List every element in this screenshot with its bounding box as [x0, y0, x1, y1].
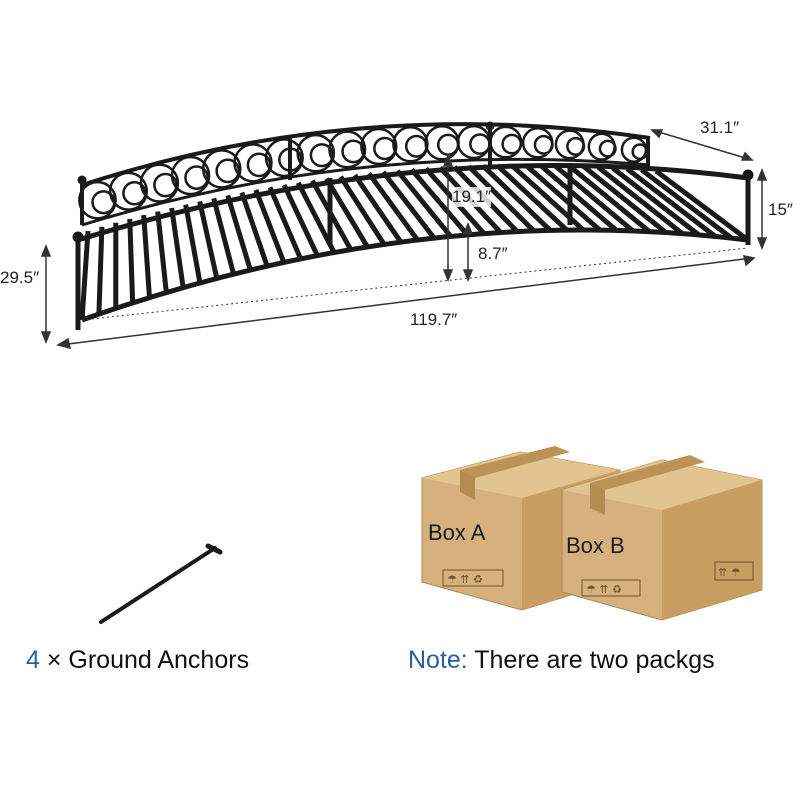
note-label: Note:: [408, 646, 468, 674]
deck-slat: [96, 226, 105, 315]
rail-circle-ornament: [598, 139, 617, 158]
rail-circle-ornament: [108, 171, 149, 211]
deck-slat: [625, 166, 717, 239]
deck-slat: [395, 169, 453, 238]
box-b-illustration: Box B ☂ ⇈ ♻ ⇈ ☂: [561, 455, 763, 621]
deck-slat: [611, 165, 701, 237]
deck-slat: [524, 163, 602, 232]
deck-slat: [495, 163, 569, 232]
deck-slat: [654, 169, 750, 242]
rail-circle-ornament: [436, 133, 460, 156]
length-dimension: 119.7″: [410, 310, 458, 329]
rail-circle-ornament: [153, 172, 178, 198]
rail-circle-ornament: [469, 133, 491, 155]
width-dimension: 31.1″: [700, 118, 740, 137]
deck-slat: [183, 204, 203, 284]
note-text: There are two packgs: [467, 646, 715, 674]
deck-slat: [169, 207, 186, 288]
ground-anchor-icon: [99, 543, 223, 624]
deck-slat: [639, 167, 734, 241]
rail-circle-ornament: [373, 136, 397, 161]
anchor-quantity: 4: [26, 646, 40, 674]
ground-anchors-caption: 4 × Ground Anchors: [26, 646, 249, 675]
rail-circle-ornament: [264, 138, 304, 178]
rail-circle-ornament: [392, 126, 429, 163]
deck-slat: [281, 183, 320, 257]
deck-slat: [381, 170, 437, 240]
packages-note: Note: There are two packgs: [408, 646, 715, 675]
deck-slat: [366, 172, 420, 242]
rail-circle-ornament: [170, 155, 211, 196]
deck-slat: [538, 163, 619, 233]
svg-text:☂ ⇈ ♻: ☂ ⇈ ♻: [447, 573, 483, 586]
rail-height-dimension: 19.1″: [452, 187, 492, 207]
deck-slat: [225, 194, 253, 271]
rail-circle-ornament: [233, 143, 273, 183]
rail-circle-ornament: [184, 165, 209, 190]
anchor-label: × Ground Anchors: [46, 646, 250, 674]
deck-slat: [79, 230, 91, 321]
deck-slat: [267, 186, 303, 260]
deck-slat: [352, 173, 403, 244]
deck-slat: [567, 164, 651, 234]
rail-circle-ornament: [328, 130, 367, 169]
rail-circle-ornament: [78, 180, 117, 220]
arched-bridge-illustration: [72, 121, 754, 330]
rail-circle-ornament: [215, 158, 241, 184]
rail-circle-ornament: [341, 139, 366, 164]
height-dimension: 15″: [768, 200, 793, 219]
deck-slat: [127, 218, 136, 303]
dimension-lines: [40, 129, 768, 350]
rail-circle-ornament: [566, 136, 586, 156]
deck-slat: [211, 197, 237, 275]
deck-slat: [141, 214, 152, 298]
rail-circle-ornament: [201, 149, 242, 189]
box-a-label: Box A: [428, 520, 486, 545]
rail-circle-ornament: [533, 134, 554, 155]
deck-slat: [338, 175, 387, 246]
deck-slat: [582, 164, 668, 235]
rail-circle-ornament: [139, 163, 180, 203]
rail-circle-ornament: [360, 127, 398, 166]
clearance-dimension: 8.7″: [478, 244, 508, 263]
deck-slat: [481, 164, 553, 233]
rail-circle-ornament: [501, 133, 523, 155]
side-height-dimension: 29.5″: [0, 268, 40, 287]
deck-slat: [596, 165, 684, 236]
deck-slat: [253, 188, 287, 264]
deck-slat: [239, 191, 270, 267]
deck-slat: [155, 211, 169, 293]
deck-slat: [324, 177, 370, 249]
rail-circle-ornament: [246, 152, 272, 178]
deck-slat: [409, 167, 470, 237]
deck-slat: [467, 164, 536, 233]
deck-slat: [197, 200, 220, 279]
svg-text:☂ ⇈ ♻: ☂ ⇈ ♻: [586, 583, 622, 596]
svg-text:⇈ ☂: ⇈ ☂: [718, 566, 741, 579]
rail-circle-ornament: [296, 133, 336, 173]
box-b-label: Box B: [566, 533, 625, 558]
rail-circle-ornament: [404, 134, 428, 158]
rail-circle-ornament: [309, 143, 334, 168]
